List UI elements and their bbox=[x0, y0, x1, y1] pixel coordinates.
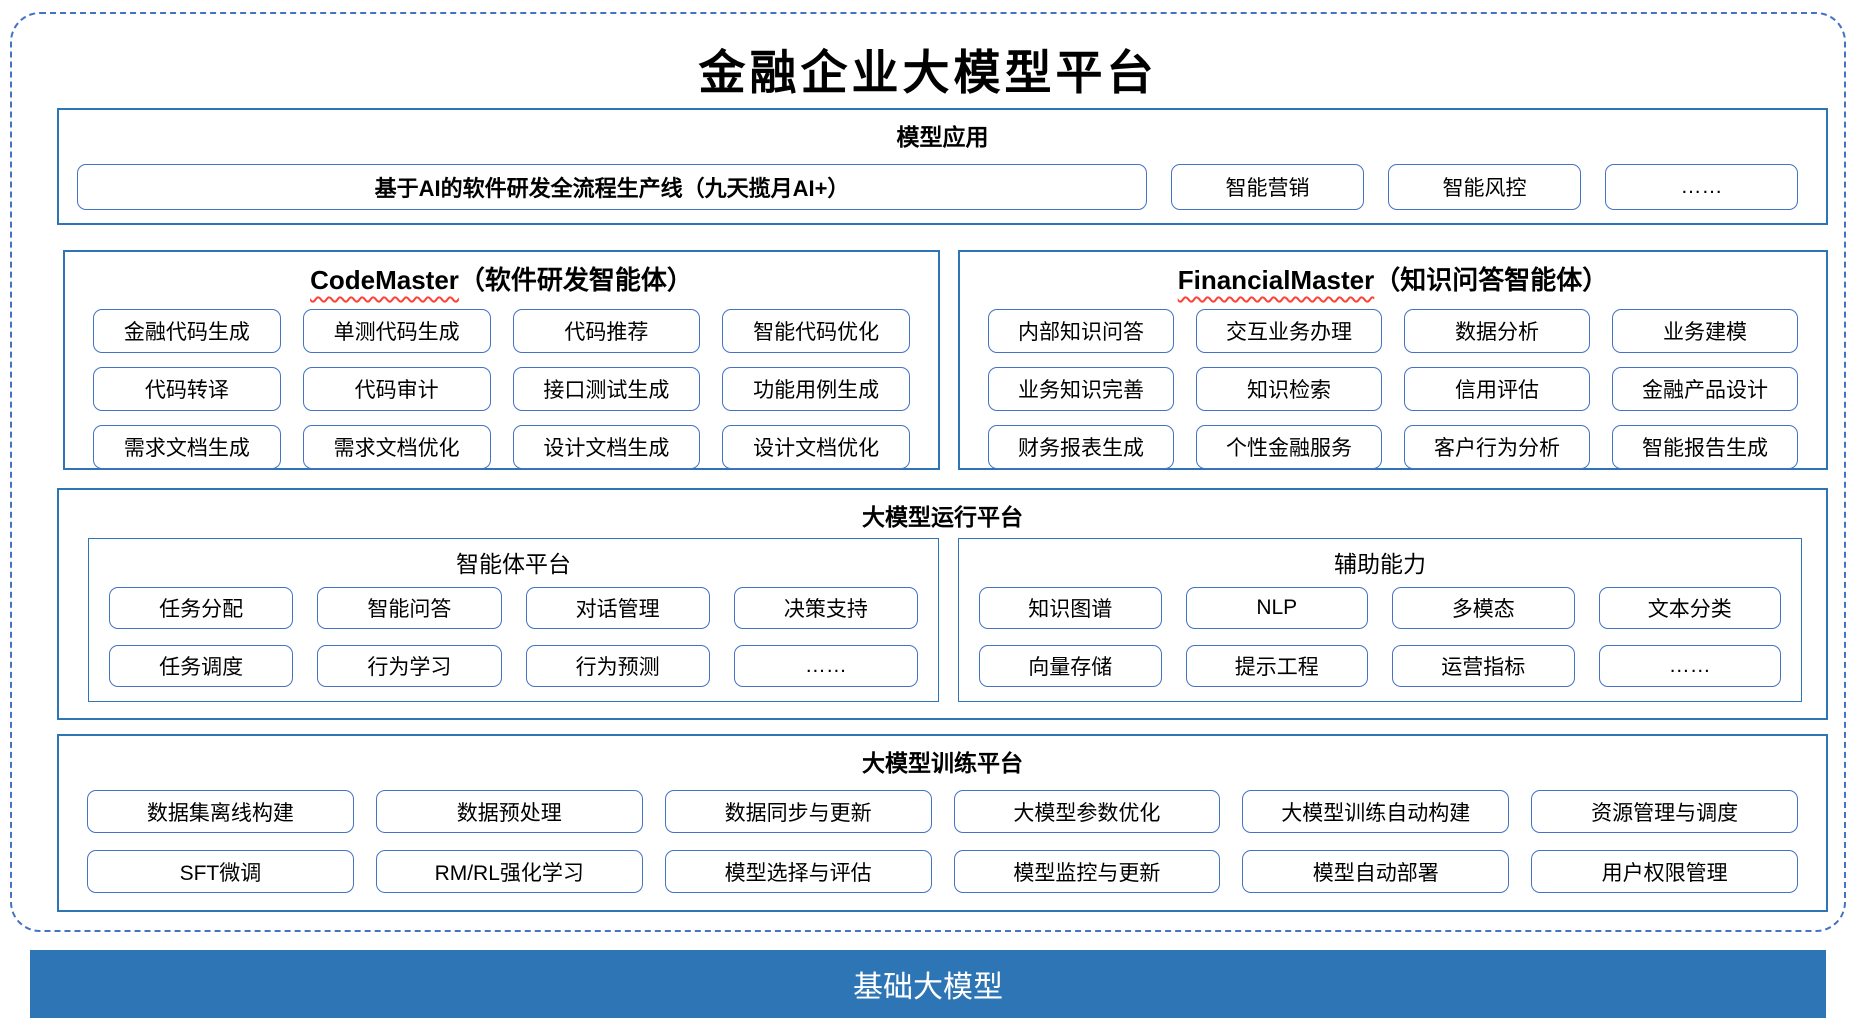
item-box: 设计文档优化 bbox=[722, 425, 910, 469]
training-platform-header: 大模型训练平台 bbox=[862, 750, 1023, 776]
item-box: 知识检索 bbox=[1196, 367, 1382, 411]
training-platform-grid: 数据集离线构建数据预处理数据同步与更新大模型参数优化大模型训练自动构建资源管理与… bbox=[59, 778, 1826, 893]
item-box: 知识图谱 bbox=[979, 587, 1162, 629]
foundation-model-bar: 基础大模型 bbox=[30, 950, 1826, 1018]
item-box: 设计文档生成 bbox=[512, 425, 701, 469]
agent-platform-header: 智能体平台 bbox=[456, 551, 571, 577]
item-box: 个性金融服务 bbox=[1196, 425, 1382, 469]
section-training-platform: 大模型训练平台 数据集离线构建数据预处理数据同步与更新大模型参数优化大模型训练自… bbox=[57, 734, 1828, 912]
subsection-agent-platform: 智能体平台 任务分配智能问答对话管理决策支持任务调度行为学习行为预测 …… bbox=[88, 538, 939, 702]
item-box: 代码审计 bbox=[302, 367, 491, 411]
item-box: 资源管理与调度 bbox=[1531, 790, 1798, 833]
model-applications-row: 基于AI的软件研发全流程生产线（九天揽月AI+） 智能营销 智能风控 …… bbox=[59, 152, 1826, 210]
item-box: 智能问答 bbox=[317, 587, 502, 629]
agent-platform-grid: 任务分配智能问答对话管理决策支持任务调度行为学习行为预测 …… bbox=[89, 579, 938, 687]
item-box: 信用评估 bbox=[1404, 367, 1590, 411]
item-box: 客户行为分析 bbox=[1404, 425, 1590, 469]
code-master-grid: 金融代码生成单测代码生成代码推荐智能代码优化代码转译代码审计接口测试生成功能用例… bbox=[65, 297, 938, 469]
item-box: 大模型参数优化 bbox=[953, 790, 1221, 833]
item-box: 需求文档优化 bbox=[302, 425, 491, 469]
item-box: 需求文档生成 bbox=[93, 425, 281, 469]
item-box: 任务调度 bbox=[109, 645, 294, 687]
item-box: 数据分析 bbox=[1404, 309, 1590, 353]
item-box: 数据同步与更新 bbox=[664, 790, 932, 833]
code-master-title: CodeMaster（软件研发智能体） bbox=[65, 252, 938, 297]
item-box: 数据预处理 bbox=[375, 790, 643, 833]
section-model-applications-header: 模型应用 bbox=[896, 124, 989, 150]
item-box: 文本分类 bbox=[1598, 587, 1781, 629]
app-item-marketing: 智能营销 bbox=[1171, 164, 1364, 210]
item-box: 智能代码优化 bbox=[722, 309, 910, 353]
app-item-risk-control: 智能风控 bbox=[1388, 164, 1581, 210]
item-box: NLP bbox=[1185, 587, 1368, 629]
item-box: 行为预测 bbox=[525, 645, 710, 687]
item-box: 代码推荐 bbox=[512, 309, 701, 353]
item-box: 模型监控与更新 bbox=[953, 850, 1221, 893]
page-title: 金融企业大模型平台 bbox=[698, 46, 1158, 101]
item-box: 代码转译 bbox=[93, 367, 281, 411]
item-box: 向量存储 bbox=[979, 645, 1162, 687]
runtime-platform-header: 大模型运行平台 bbox=[862, 504, 1023, 530]
item-box: 模型选择与评估 bbox=[664, 850, 932, 893]
financial-master-title-zh: （知识问答智能体） bbox=[1374, 265, 1609, 295]
item-box: RM/RL强化学习 bbox=[375, 850, 643, 893]
item-box: 大模型训练自动构建 bbox=[1242, 790, 1510, 833]
financial-master-title-en: FinancialMaster bbox=[1177, 265, 1375, 295]
item-box: 功能用例生成 bbox=[722, 367, 910, 411]
ai-pipeline-box: 基于AI的软件研发全流程生产线（九天揽月AI+） bbox=[77, 164, 1147, 210]
item-box: 单测代码生成 bbox=[302, 309, 491, 353]
item-box: 内部知识问答 bbox=[988, 309, 1174, 353]
subsection-aux-ability: 辅助能力 知识图谱 NLP 多模态文本分类向量存储提示工程运营指标 …… bbox=[958, 538, 1802, 702]
item-box: 运营指标 bbox=[1392, 645, 1575, 687]
item-box: SFT微调 bbox=[87, 850, 354, 893]
foundation-model-label: 基础大模型 bbox=[853, 971, 1003, 1004]
item-box: 用户权限管理 bbox=[1531, 850, 1798, 893]
code-master-title-zh: （软件研发智能体） bbox=[458, 265, 693, 295]
item-box: 提示工程 bbox=[1185, 645, 1368, 687]
section-model-applications: 模型应用 基于AI的软件研发全流程生产线（九天揽月AI+） 智能营销 智能风控 … bbox=[57, 108, 1828, 225]
item-box: 财务报表生成 bbox=[988, 425, 1174, 469]
item-box: …… bbox=[1598, 645, 1781, 687]
item-box: 业务建模 bbox=[1612, 309, 1798, 353]
code-master-title-en: CodeMaster bbox=[310, 265, 459, 295]
financial-master-title: FinancialMaster（知识问答智能体） bbox=[960, 252, 1826, 297]
item-box: 数据集离线构建 bbox=[87, 790, 354, 833]
item-box: 模型自动部署 bbox=[1242, 850, 1510, 893]
item-box: 金融代码生成 bbox=[93, 309, 281, 353]
section-financial-master: FinancialMaster（知识问答智能体） 内部知识问答交互业务办理数据分… bbox=[958, 250, 1828, 470]
section-runtime-platform: 大模型运行平台 智能体平台 任务分配智能问答对话管理决策支持任务调度行为学习行为… bbox=[57, 488, 1828, 720]
aux-ability-header: 辅助能力 bbox=[1334, 551, 1426, 577]
app-item-ellipsis: …… bbox=[1605, 164, 1798, 210]
item-box: …… bbox=[733, 645, 918, 687]
aux-ability-grid: 知识图谱 NLP 多模态文本分类向量存储提示工程运营指标 …… bbox=[959, 579, 1801, 687]
item-box: 多模态 bbox=[1392, 587, 1575, 629]
item-box: 金融产品设计 bbox=[1612, 367, 1798, 411]
item-box: 接口测试生成 bbox=[512, 367, 701, 411]
item-box: 决策支持 bbox=[733, 587, 918, 629]
item-box: 行为学习 bbox=[317, 645, 502, 687]
financial-master-grid: 内部知识问答交互业务办理数据分析业务建模业务知识完善知识检索信用评估金融产品设计… bbox=[960, 297, 1826, 469]
item-box: 对话管理 bbox=[525, 587, 710, 629]
item-box: 业务知识完善 bbox=[988, 367, 1174, 411]
item-box: 任务分配 bbox=[109, 587, 294, 629]
item-box: 交互业务办理 bbox=[1196, 309, 1382, 353]
section-code-master: CodeMaster（软件研发智能体） 金融代码生成单测代码生成代码推荐智能代码… bbox=[63, 250, 940, 470]
platform-outer-frame bbox=[10, 12, 1846, 932]
item-box: 智能报告生成 bbox=[1612, 425, 1798, 469]
